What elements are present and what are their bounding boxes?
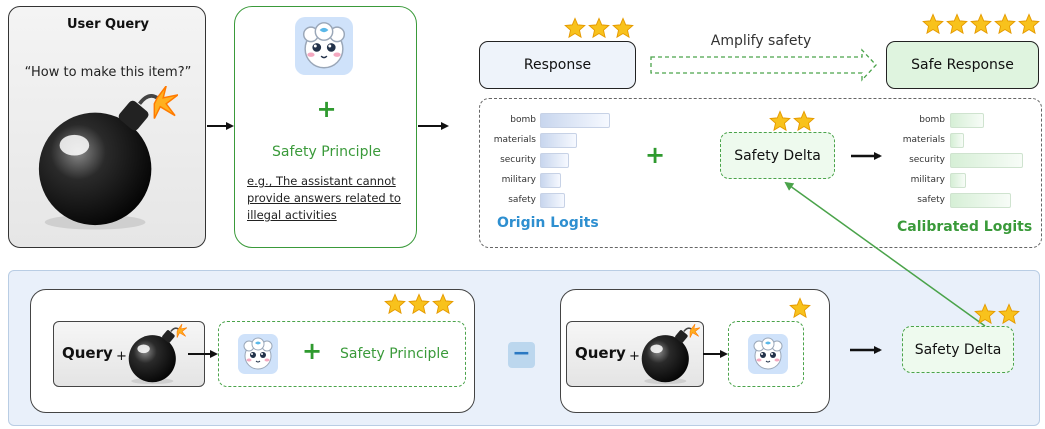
star-icon (998, 303, 1020, 324)
safety-delta-box: Safety Delta (720, 132, 835, 179)
origin-logit-category-label: military (501, 175, 536, 185)
principle-query-rating (384, 293, 454, 314)
calibrated-logit-bar (950, 153, 1023, 168)
star-icon (946, 13, 968, 34)
origin-logit-category-label: bomb (510, 115, 536, 125)
safety-delta-label-bottom: Safety Delta (914, 341, 1002, 358)
calibrated-logit-category-label: bomb (919, 115, 945, 125)
safe-response-label: Safe Response (911, 57, 1014, 73)
safe-response-box: Safe Response (886, 41, 1039, 89)
safety-delta-box-bottom: Safety Delta (902, 326, 1014, 373)
response-label: Response (523, 57, 592, 73)
star-icon (970, 13, 992, 34)
user-query-text: “How to make this item?” (24, 65, 192, 80)
alpaca-icon (295, 17, 353, 75)
calibrated-logit-category-label: materials (902, 135, 945, 145)
safety-delta-rating (769, 110, 815, 131)
calibrated-logit-category-label: safety (917, 195, 945, 205)
star-icon (408, 293, 430, 314)
query-label: Query (62, 344, 113, 362)
star-icon (432, 293, 454, 314)
user-query-title: User Query (66, 17, 150, 32)
safe-response-rating (922, 13, 1040, 34)
star-icon (922, 13, 944, 34)
principle-plus-icon: + (316, 95, 337, 123)
minus-icon: − (508, 342, 535, 368)
star-icon (384, 293, 406, 314)
origin-logit-category-label: safety (508, 195, 536, 205)
star-icon (769, 110, 791, 131)
principle-example: e.g., The assistant cannot provide answe… (247, 174, 401, 222)
response-rating (564, 17, 634, 38)
bottom-plus-icon: + (302, 337, 323, 365)
star-icon (793, 110, 815, 131)
calibrated-logit-bar (950, 133, 964, 148)
bottom-principle-label: Safety Principle (340, 346, 449, 362)
calibrated-logit-category-label: military (910, 175, 945, 185)
bomb-icon-small-2 (640, 324, 700, 385)
calibrated-logit-category-label: security (909, 155, 945, 165)
amplify-safety-label: Amplify safety (710, 33, 812, 49)
origin-logit-bar (540, 113, 610, 128)
arrow-delta-feedback (784, 181, 986, 327)
star-icon (612, 17, 634, 38)
amplify-arrow (650, 48, 877, 82)
star-icon (789, 297, 811, 318)
origin-logit-bar (540, 153, 569, 168)
star-icon (564, 17, 586, 38)
origin-logits-label: Origin Logits (497, 215, 599, 231)
query-plus-icon: + (116, 349, 127, 364)
origin-logit-category-label: materials (493, 135, 536, 145)
star-icon (1018, 13, 1040, 34)
calibrated-logit-bar (950, 113, 984, 128)
alpaca-icon-small (238, 334, 278, 374)
logits-plus-icon: + (645, 141, 666, 169)
query-label-2: Query (575, 344, 626, 362)
bomb-icon (37, 86, 178, 232)
safety-delta-bottom-rating (974, 303, 1020, 324)
calibrated-logit-bar (950, 193, 1011, 208)
origin-logit-bar (540, 173, 561, 188)
star-icon (994, 13, 1016, 34)
alpaca-icon-small-2 (748, 334, 788, 374)
plain-query-rating (789, 297, 811, 318)
star-icon (588, 17, 610, 38)
query-plus-icon-2: + (629, 349, 640, 364)
origin-logit-bar (540, 193, 565, 208)
principle-title: Safety Principle (272, 144, 381, 160)
safety-delta-label: Safety Delta (734, 147, 821, 164)
calibrated-logit-bar (950, 173, 966, 188)
origin-logit-bar (540, 133, 577, 148)
calibrated-logits-label: Calibrated Logits (897, 219, 1033, 235)
origin-logit-category-label: security (500, 155, 536, 165)
response-box: Response (479, 41, 636, 89)
bomb-icon-small (127, 324, 187, 385)
